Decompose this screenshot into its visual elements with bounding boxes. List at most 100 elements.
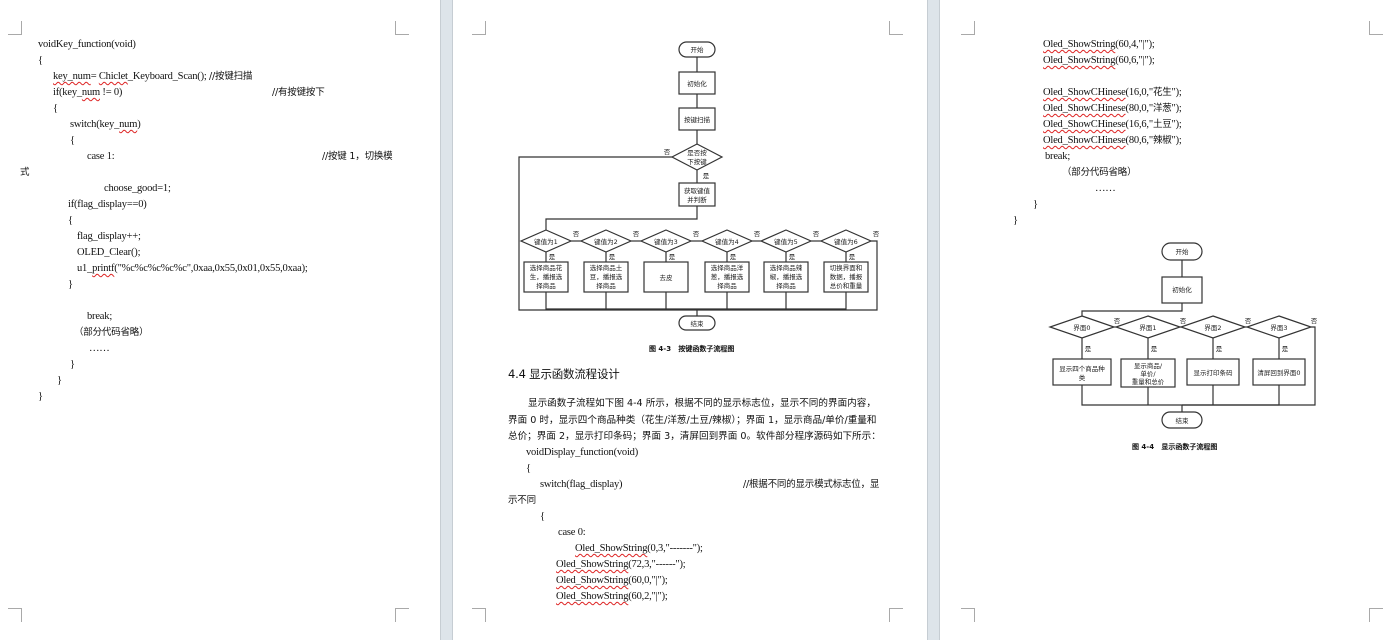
svg-text:清屏回到界面0: 清屏回到界面0 <box>1257 368 1300 377</box>
svg-text:生，播报选: 生，播报选 <box>530 272 563 281</box>
code-line: key_num= Chiclet_Keyboard_Scan(); //按键扫描 <box>53 71 253 82</box>
code-line: Oled_ShowString(60,0,"|"); <box>556 575 668 586</box>
svg-text:择商品: 择商品 <box>776 281 796 290</box>
svg-text:键值为3: 键值为3 <box>654 237 678 246</box>
margin-corner-mark <box>961 21 975 35</box>
code-line: voidDisplay_function(void) <box>526 447 639 458</box>
margin-corner-mark <box>1369 608 1383 622</box>
code-line: { <box>53 103 58 114</box>
section-heading: 4.4 显示函数流程设计 <box>508 367 620 381</box>
svg-text:椒，播报选: 椒，播报选 <box>770 272 803 281</box>
figure-caption: 图 4-3 按键函数子流程图 <box>649 345 735 353</box>
margin-corner-mark <box>961 608 975 622</box>
code-line: switch(flag_display) <box>540 479 623 490</box>
svg-text:选择商品土: 选择商品土 <box>590 263 623 272</box>
code-line: if(key_num != 0) <box>53 87 123 98</box>
code-line: flag_display++; <box>77 231 141 242</box>
code-line: break; <box>1045 151 1071 162</box>
svg-text:否: 否 <box>1311 317 1318 325</box>
svg-text:择商品: 择商品 <box>536 281 556 290</box>
code-line: } <box>57 375 62 386</box>
svg-text:是: 是 <box>669 253 676 261</box>
svg-text:单价/: 单价/ <box>1140 369 1156 378</box>
svg-text:是: 是 <box>730 253 737 261</box>
svg-text:界面0: 界面0 <box>1073 324 1090 332</box>
flow-init: 初始化 <box>687 79 707 88</box>
svg-text:键值为2: 键值为2 <box>594 237 618 246</box>
svg-text:否: 否 <box>813 230 820 238</box>
page-gutter <box>440 0 453 640</box>
svg-text:是: 是 <box>1151 345 1158 353</box>
code-line: Oled_ShowString(0,3,"-------"); <box>575 543 703 554</box>
margin-corner-mark <box>8 608 22 622</box>
code-line: } <box>38 391 43 402</box>
svg-text:切换界面和: 切换界面和 <box>830 263 863 272</box>
code-line: Oled_ShowString(60,6,"|"); <box>1043 55 1155 66</box>
svg-text:是: 是 <box>1216 345 1223 353</box>
svg-text:否: 否 <box>693 230 700 238</box>
svg-text:键值为5: 键值为5 <box>774 237 798 246</box>
code-comment: 式 <box>20 167 30 178</box>
svg-text:是: 是 <box>549 253 556 261</box>
svg-text:否: 否 <box>664 148 671 156</box>
svg-text:否: 否 <box>1114 317 1121 325</box>
code-line: u1_printf("%c%c%c%c%c",0xaa,0x55,0x01,0x… <box>77 263 308 274</box>
svg-text:下按键: 下按键 <box>687 157 707 166</box>
code-comment: //有按键按下 <box>272 87 325 98</box>
svg-text:类: 类 <box>1079 373 1086 382</box>
code-line: Oled_ShowCHinese(80,6,"辣椒"); <box>1043 135 1182 146</box>
svg-text:择商品: 择商品 <box>596 281 616 290</box>
svg-text:否: 否 <box>1245 317 1252 325</box>
code-line: { <box>526 463 531 474</box>
svg-text:总价和重量: 总价和重量 <box>830 281 863 290</box>
svg-text:否: 否 <box>873 230 880 238</box>
svg-text:数据，播报: 数据，播报 <box>830 272 863 281</box>
code-line: if(flag_display==0) <box>68 199 147 210</box>
code-line: case 1: <box>87 151 115 162</box>
code-line: } <box>1033 199 1038 210</box>
svg-text:选择商品辣: 选择商品辣 <box>770 263 803 272</box>
code-line: } <box>68 279 73 290</box>
document-page-3: Oled_ShowString(60,4,"|"); Oled_ShowStri… <box>940 0 1399 640</box>
svg-text:是: 是 <box>789 253 796 261</box>
code-line: case 0: <box>558 527 586 538</box>
code-line: …… <box>89 343 110 354</box>
flow-end: 结束 <box>691 319 705 328</box>
body-paragraph: 显示函数子流程如下图 4-4 所示，根据不同的显示标志位，显示不同的界面内容，界… <box>508 398 881 442</box>
code-line: } <box>1013 215 1018 226</box>
margin-corner-mark <box>8 21 22 35</box>
svg-text:是: 是 <box>1085 345 1092 353</box>
svg-text:界面2: 界面2 <box>1204 324 1221 332</box>
code-line: } <box>70 359 75 370</box>
margin-corner-mark <box>395 608 409 622</box>
code-comment: //根据不同的显示模式标志位，显 <box>743 479 880 490</box>
svg-text:选择商品花: 选择商品花 <box>530 263 563 272</box>
code-line: voidKey_function(void) <box>38 39 136 50</box>
svg-text:是: 是 <box>703 172 710 180</box>
figure-caption: 图 4-4 显示函数子流程图 <box>1132 443 1218 451</box>
flow-end: 结束 <box>1176 416 1190 425</box>
svg-text:显示四个商品种: 显示四个商品种 <box>1059 364 1105 373</box>
code-line: { <box>38 55 43 66</box>
svg-text:键值为6: 键值为6 <box>834 237 858 246</box>
margin-corner-mark <box>472 21 486 35</box>
code-line: { <box>70 135 75 146</box>
svg-text:否: 否 <box>633 230 640 238</box>
code-line: Oled_ShowString(72,3,"------"); <box>556 559 686 570</box>
code-line: { <box>540 511 545 522</box>
svg-text:是: 是 <box>849 253 856 261</box>
margin-corner-mark <box>472 608 486 622</box>
margin-corner-mark <box>1369 21 1383 35</box>
svg-text:获取键值: 获取键值 <box>684 186 711 195</box>
code-line: break; <box>87 311 113 322</box>
document-page-2: 开始 初始化 按键扫描 是否按 下按键 获取键值 并判断 否 是 键值为1 键值… <box>453 0 927 640</box>
key-function-flowchart: 开始 初始化 按键扫描 是否按 下按键 获取键值 并判断 否 是 键值为1 键值… <box>518 41 880 331</box>
svg-text:键值为4: 键值为4 <box>715 237 739 246</box>
svg-text:否: 否 <box>754 230 761 238</box>
code-line: choose_good=1; <box>104 183 171 194</box>
svg-text:界面1: 界面1 <box>1139 324 1156 332</box>
svg-text:界面3: 界面3 <box>1270 324 1287 332</box>
margin-corner-mark <box>889 608 903 622</box>
svg-text:择商品: 择商品 <box>717 281 737 290</box>
svg-text:是: 是 <box>609 253 616 261</box>
